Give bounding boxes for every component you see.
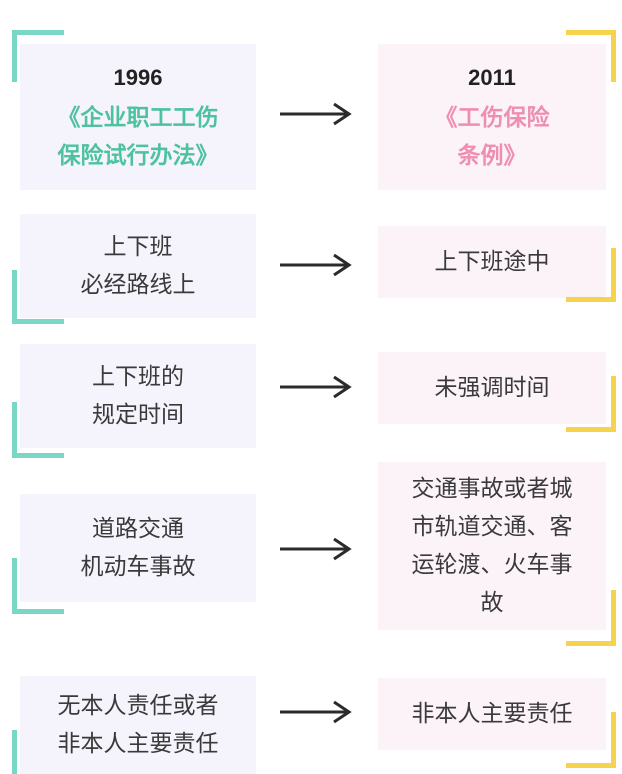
- left-year: 1996: [113, 65, 163, 90]
- teal-bracket-corner: [12, 558, 64, 614]
- arrow-right-icon: [280, 102, 352, 126]
- row1-left-line-2: 必经路线上: [80, 272, 196, 298]
- yellow-bracket-corner: [566, 590, 616, 646]
- yellow-bracket-corner: [566, 248, 616, 302]
- teal-bracket-corner: [12, 270, 64, 324]
- right-year: 2011: [468, 65, 516, 90]
- left-law-line-2: 保险试行办法》: [57, 143, 219, 169]
- row2-left-card: 上下班的 规定时间: [20, 344, 256, 448]
- right-law-line-1: 《工伤保险: [434, 105, 550, 131]
- teal-bracket-corner: [12, 30, 64, 82]
- row1-right-line-1: 上下班途中: [434, 249, 550, 275]
- row4-right-line-1: 非本人主要责任: [411, 701, 573, 727]
- row3-left-line-1: 道路交通: [92, 516, 184, 542]
- header-left-card: 1996 《企业职工工伤 保险试行办法》: [20, 44, 256, 190]
- yellow-bracket-corner: [566, 712, 616, 768]
- row1-left-card: 上下班 必经路线上: [20, 214, 256, 318]
- yellow-bracket-corner: [566, 30, 616, 82]
- row3-right-line-3: 运轮渡、火车事: [411, 552, 573, 578]
- right-law-line-2: 条例》: [457, 143, 527, 169]
- row4-left-line-1: 无本人责任或者: [57, 693, 219, 719]
- yellow-bracket-corner: [566, 376, 616, 432]
- arrow-right-icon: [280, 253, 352, 277]
- row2-right-card: 未强调时间: [378, 352, 606, 424]
- arrow-right-icon: [280, 375, 352, 399]
- row2-right-line-1: 未强调时间: [434, 375, 550, 401]
- row3-left-line-2: 机动车事故: [80, 554, 196, 580]
- arrow-right-icon: [280, 700, 352, 724]
- row3-right-line-2: 市轨道交通、客: [411, 514, 573, 540]
- row4-right-card: 非本人主要责任: [378, 678, 606, 750]
- row3-left-card: 道路交通 机动车事故: [20, 494, 256, 602]
- row3-right-line-1: 交通事故或者城: [411, 476, 573, 502]
- header-right-card: 2011 《工伤保险 条例》: [378, 44, 606, 190]
- row2-left-line-2: 规定时间: [92, 402, 184, 428]
- row3-right-line-4: 故: [480, 590, 504, 616]
- row3-right-card: 交通事故或者城 市轨道交通、客 运轮渡、火车事 故: [378, 462, 606, 630]
- row4-left-card: 无本人责任或者 非本人主要责任: [20, 676, 256, 774]
- left-law-line-1: 《企业职工工伤: [57, 105, 219, 131]
- row1-right-card: 上下班途中: [378, 226, 606, 298]
- arrow-right-icon: [280, 537, 352, 561]
- row1-left-line-1: 上下班: [103, 234, 173, 260]
- teal-bracket-corner: [12, 402, 64, 458]
- row4-left-line-2: 非本人主要责任: [57, 731, 219, 757]
- teal-bracket-corner: [12, 730, 64, 774]
- row2-left-line-1: 上下班的: [92, 364, 184, 390]
